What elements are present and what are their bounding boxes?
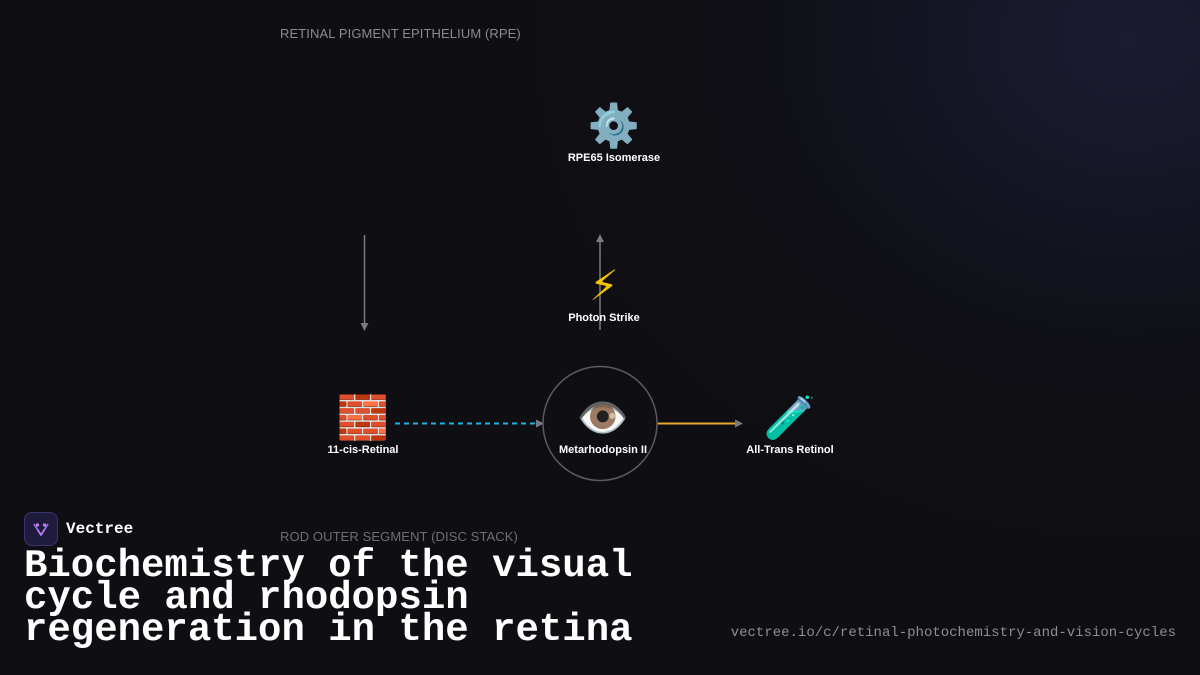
node-label-trans-retinol: All-Trans Retinol — [746, 444, 834, 456]
node-rpe65-isomerase[interactable]: ⚙️ RPE65 Isomerase — [567, 101, 661, 165]
region-label-rod-outer-segment: ROD OUTER SEGMENT (DISC STACK) — [280, 529, 518, 544]
node-label-rpe65: RPE65 Isomerase — [567, 152, 661, 164]
metarhodopsin-ring — [542, 365, 658, 482]
eye-icon: 👁️ — [576, 393, 630, 442]
page-title: Biochemistry of the visual cycle and rho… — [24, 544, 633, 652]
lightning-icon: ⚡ — [589, 261, 619, 310]
source-url[interactable]: vectree.io/c/retinal-photochemistry-and-… — [730, 625, 1176, 641]
gear-icon: ⚙️ — [587, 101, 641, 150]
node-metarhodopsin-ii[interactable]: 👁️ Metarhodopsin II — [559, 393, 647, 457]
brick-icon: 🧱 — [336, 393, 390, 442]
node-photon-strike[interactable]: ⚡ Photon Strike — [568, 261, 640, 325]
node-11-cis-retinal[interactable]: 🧱 11-cis-Retinal — [327, 393, 399, 457]
node-label-metarhodopsin: Metarhodopsin II — [559, 444, 647, 456]
node-label-cis-retinal: 11-cis-Retinal — [327, 444, 399, 456]
brand-name: Vectree — [66, 520, 134, 538]
region-label-rpe: RETINAL PIGMENT EPITHELIUM (RPE) — [280, 26, 521, 41]
brand[interactable]: Vectree — [24, 512, 133, 546]
vectree-logo-icon — [24, 512, 58, 546]
test-tube-icon: 🧪 — [763, 393, 817, 442]
node-all-trans-retinol[interactable]: 🧪 All-Trans Retinol — [746, 393, 834, 457]
node-label-photon: Photon Strike — [568, 312, 640, 324]
